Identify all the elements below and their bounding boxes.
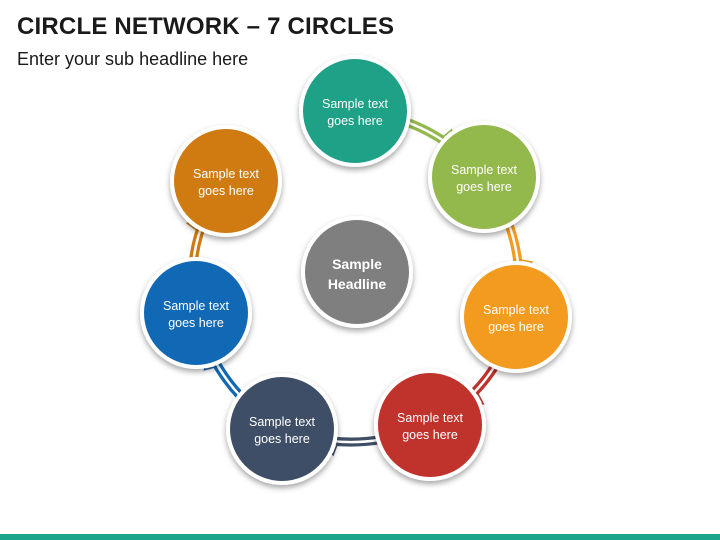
- network-circle: Sample text goes here: [170, 125, 282, 237]
- circle-text-line1: Sample text: [322, 97, 389, 111]
- center-headline-line2: Headline: [328, 276, 387, 292]
- network-circle: Sample text goes here: [226, 373, 338, 485]
- network-circle: Sample text goes here: [299, 55, 411, 167]
- circle-text-line1: Sample text: [397, 411, 464, 425]
- circle-text-line1: Sample text: [193, 167, 260, 181]
- center-headline-line1: Sample: [332, 256, 382, 272]
- network-circle: Sample text goes here: [140, 257, 252, 369]
- network-circle: Sample text goes here: [460, 261, 572, 373]
- circle-text-line1: Sample text: [483, 303, 550, 317]
- page-subtitle: Enter your sub headline here: [17, 49, 249, 69]
- circle-text-line2: goes here: [168, 316, 224, 330]
- network-circle: Sample text goes here: [374, 369, 486, 481]
- circle-text-line1: Sample text: [451, 163, 518, 177]
- circle-text-line2: goes here: [456, 180, 512, 194]
- circle-text-line2: goes here: [327, 114, 383, 128]
- page-title: CIRCLE NETWORK – 7 CIRCLES: [17, 13, 395, 40]
- bottom-accent-bar: [0, 534, 720, 540]
- circle-text-line2: goes here: [402, 428, 458, 442]
- circle-text-line1: Sample text: [163, 299, 230, 313]
- network-circle: Sample text goes here: [428, 121, 540, 233]
- circle-text-line2: goes here: [198, 184, 254, 198]
- circle-text-line1: Sample text: [249, 415, 316, 429]
- circle-text-line2: goes here: [488, 320, 544, 334]
- circle-text-line2: goes here: [254, 432, 310, 446]
